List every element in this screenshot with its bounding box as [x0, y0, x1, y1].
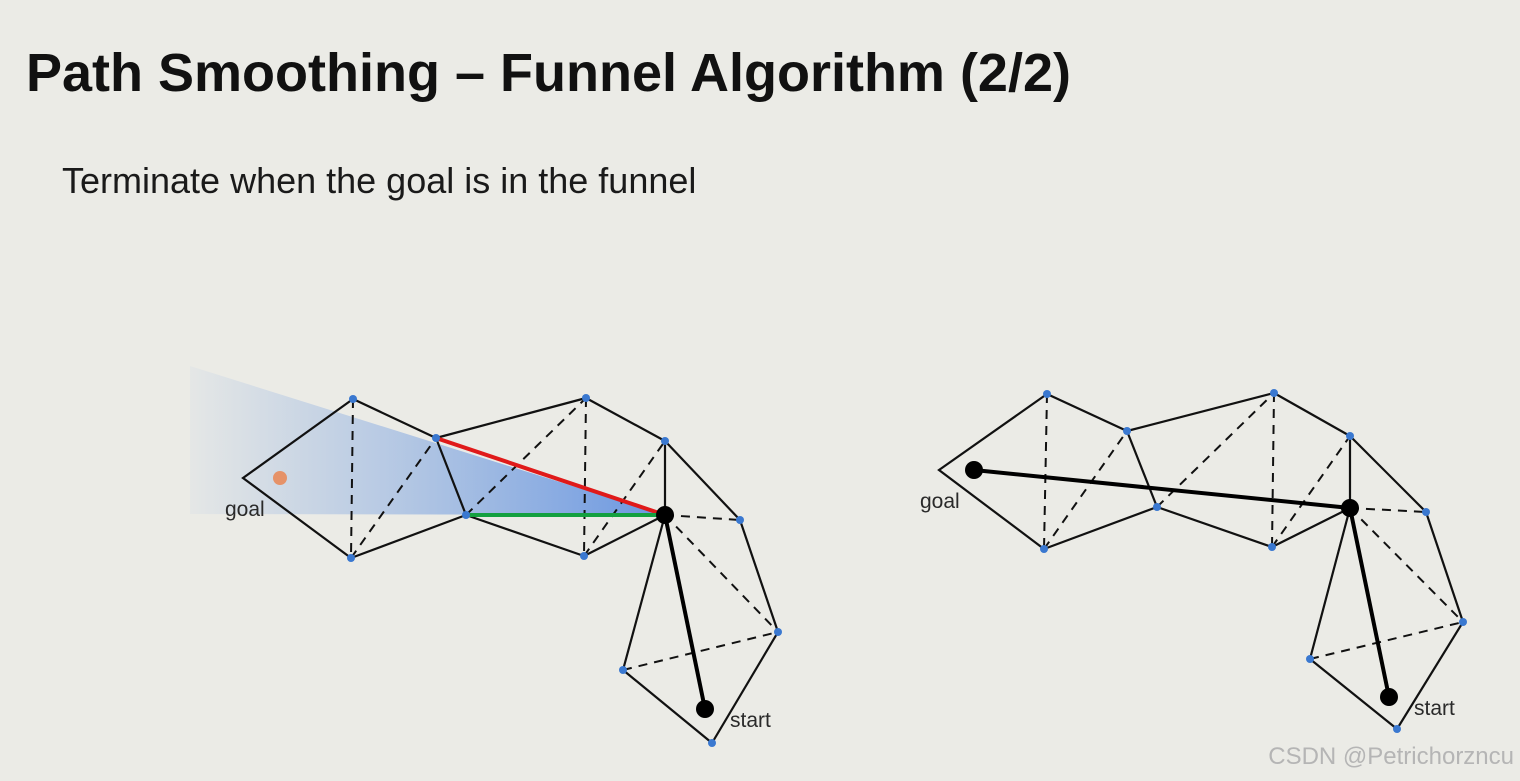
navmesh-portals [1043, 392, 1464, 660]
navmesh-solid-edges [241, 396, 780, 744]
navmesh-vertices [1040, 389, 1467, 733]
start-label: start [1414, 697, 1455, 720]
funnel-left-edge [435, 436, 666, 517]
apex-node [1341, 499, 1359, 517]
smoothed-path [973, 468, 1391, 698]
watermark: CSDN @Petrichorzncu [1268, 743, 1514, 770]
right-diagram: goal start [920, 389, 1467, 733]
goal-marker [273, 471, 287, 485]
slide-title: Path Smoothing – Funnel Algorithm (2/2) [26, 43, 1071, 103]
start-label: start [730, 709, 771, 732]
goal-label: goal [225, 498, 265, 521]
left-diagram: goal start [190, 366, 782, 747]
goal-node [965, 461, 983, 479]
start-node [696, 700, 714, 718]
navmesh-vertices [347, 394, 782, 747]
funnel-region [190, 366, 665, 515]
start-node [1380, 688, 1398, 706]
navmesh-portals [350, 397, 779, 671]
slide-subtitle: Terminate when the goal is in the funnel [62, 160, 697, 201]
path-segment [663, 514, 707, 710]
navmesh-solid-edges [937, 391, 1465, 730]
apex-node [656, 506, 674, 524]
goal-label: goal [920, 490, 960, 513]
